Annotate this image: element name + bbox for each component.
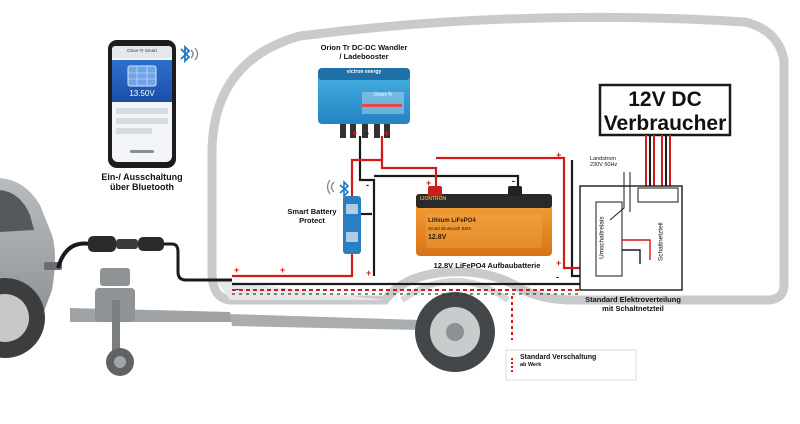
battery-brand: LIONTRON <box>420 196 447 202</box>
wifi-signal-icon <box>326 179 335 195</box>
orion-title: Orion Tr DC-DC Wandler / Ladebooster <box>296 43 432 61</box>
wifi-signal-icon <box>190 47 199 61</box>
caravan-wheel <box>400 278 510 372</box>
bluetooth-icon <box>339 180 350 198</box>
battery-face-title: Lithium LiFePO4 <box>428 218 476 224</box>
phone-voltage: 13.50V <box>129 89 155 98</box>
minus-mark: - <box>556 272 559 282</box>
negative-wiring <box>232 136 580 286</box>
plus-mark: + <box>366 268 372 278</box>
plus-mark: + <box>352 128 358 138</box>
minus-mark: - <box>236 284 239 294</box>
distribution-caption-line2: mit Schaltnetzteil <box>602 303 664 313</box>
orion-brand: victron energy <box>346 69 382 75</box>
phone-caption-line2: über Bluetooth <box>110 182 174 193</box>
plus-mark: + <box>234 265 240 275</box>
smartphone <box>108 40 176 168</box>
distribution-caption-line1: Standard Elektroverteilung <box>585 295 681 304</box>
plus-mark: + <box>426 178 432 188</box>
distribution-box <box>579 172 683 291</box>
phone-caption-line1: Ein-/ Ausschaltung <box>101 172 183 182</box>
plus-mark: + <box>384 128 390 138</box>
sbp-label: Smart Battery Protect <box>282 207 342 225</box>
landstrom-line1: Landstrom <box>590 156 616 162</box>
drawbar <box>70 268 420 376</box>
landstrom-line2: 230V 50Hz <box>590 162 618 169</box>
relay-label: Umschaltrelais <box>598 216 606 260</box>
plus-mark: + <box>556 258 562 268</box>
sbp-label-line1: Smart Battery <box>287 207 337 216</box>
trailer-cable <box>56 236 232 282</box>
battery-caption: 12.8V LiFePO4 Aufbaubatterie <box>433 261 541 270</box>
plus-mark: + <box>556 150 562 160</box>
legend-line1: Standard Verschaltung <box>520 354 597 361</box>
minus-mark: - <box>282 284 285 294</box>
landstrom-label: Landstrom 230V 50Hz <box>590 156 640 169</box>
legend-line2: ab Werk <box>520 362 542 369</box>
orion-dcdc-converter <box>318 68 410 138</box>
battery-face-voltage: 12.8V <box>428 234 447 241</box>
minus-mark: - <box>366 128 369 138</box>
battery-face-sub: Smart Bluetooth BMS <box>428 226 472 231</box>
legend-swatch <box>505 349 637 381</box>
consumer-box-line1: 12V DC <box>628 88 702 111</box>
positive-wiring <box>232 136 580 278</box>
plus-mark: + <box>280 265 286 275</box>
lifepo4-battery <box>416 186 552 256</box>
phone-caption: Ein-/ Ausschaltung über Bluetooth <box>96 172 188 193</box>
phone-status-bar: Orion-Tr Smart <box>127 48 157 53</box>
factory-wiring <box>232 289 580 340</box>
orion-title-line1: Orion Tr DC-DC Wandler <box>320 43 408 52</box>
consumer-box-label: 12V DC Verbraucher <box>600 88 730 136</box>
legend-text: Standard Verschaltung ab Werk <box>520 354 630 368</box>
distribution-caption: Standard Elektroverteilung mit Schaltnet… <box>566 295 700 313</box>
consumer-wires <box>645 135 671 190</box>
psu-label: Schaltnetzteil <box>657 222 665 262</box>
orion-model: Orion-Tr <box>373 92 393 98</box>
tow-car <box>0 178 62 358</box>
sbp-label-line2: Protect <box>299 215 325 225</box>
orion-title-line2: / Ladebooster <box>339 51 389 61</box>
smart-battery-protect <box>343 196 361 254</box>
bluetooth-icon <box>180 44 191 64</box>
minus-mark: - <box>366 180 369 190</box>
minus-mark: - <box>512 176 515 186</box>
consumer-box-line2: Verbraucher <box>603 112 727 136</box>
